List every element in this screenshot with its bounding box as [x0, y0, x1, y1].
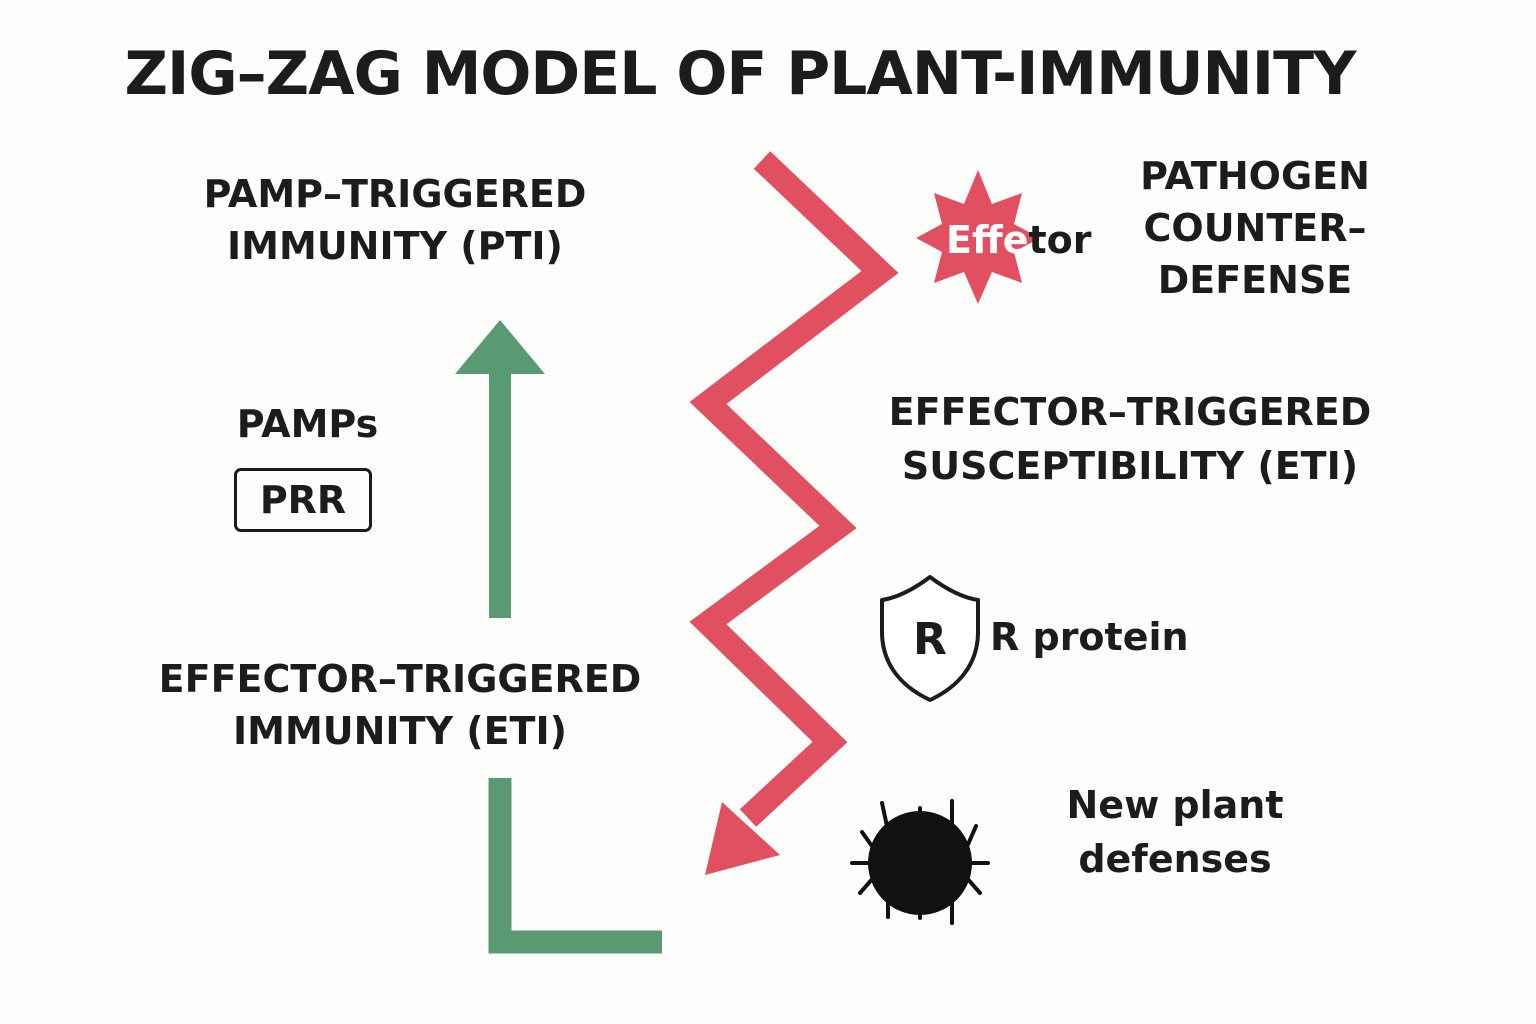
new-defenses-line-1: New plant — [1066, 783, 1284, 827]
green-l-bar — [488, 778, 662, 954]
eti-label: EFFECTOR–TRIGGERED IMMUNITY (ETI) — [120, 653, 680, 757]
zigzag-line — [689, 151, 899, 827]
r-protein-label: R protein — [990, 615, 1189, 659]
new-defenses-line-2: defenses — [1078, 837, 1272, 881]
effector-label-part-2: tor — [1028, 218, 1092, 262]
prr-box: PRR — [234, 468, 372, 532]
effector-label-part-1: Effe — [946, 218, 1029, 262]
ets-label-line-2: SUSCEPTIBILITY (ETI) — [901, 444, 1359, 488]
shield-r-symbol: R — [913, 614, 947, 665]
pti-label-line-2: IMMUNITY (PTI) — [227, 224, 563, 268]
ets-label: EFFECTOR–TRIGGERED SUSCEPTIBILITY (ETI) — [835, 385, 1425, 493]
pamps-label: PAMPs — [236, 402, 379, 446]
green-up-arrow — [455, 320, 545, 618]
pathogen-label-line-3: DEFENSE — [1157, 258, 1353, 302]
shield-icon — [880, 575, 980, 702]
diagram-title: ZIG–ZAG MODEL OF PLANT-IMMUNITY — [124, 39, 1357, 109]
new-plant-defenses-label: New plant defenses — [1020, 778, 1330, 886]
pti-label: PAMP–TRIGGERED IMMUNITY (PTI) — [155, 168, 635, 272]
pti-label-line-1: PAMP–TRIGGERED — [203, 172, 587, 216]
zigzag-arrowhead — [705, 802, 780, 875]
ets-label-line-1: EFFECTOR–TRIGGERED — [888, 390, 1372, 434]
eti-label-line-2: IMMUNITY (ETI) — [233, 709, 567, 753]
starburst-icon — [916, 170, 1040, 304]
effector-label: Effetor — [946, 218, 1092, 264]
eti-label-line-1: EFFECTOR–TRIGGERED — [158, 657, 642, 701]
pathogen-counter-defense-label: PATHOGEN COUNTER– DEFENSE — [1100, 150, 1410, 306]
pathogen-label-line-2: COUNTER– — [1143, 206, 1367, 250]
pathogen-label-line-1: PATHOGEN — [1140, 154, 1370, 198]
spiky-circle-icon — [850, 799, 990, 925]
